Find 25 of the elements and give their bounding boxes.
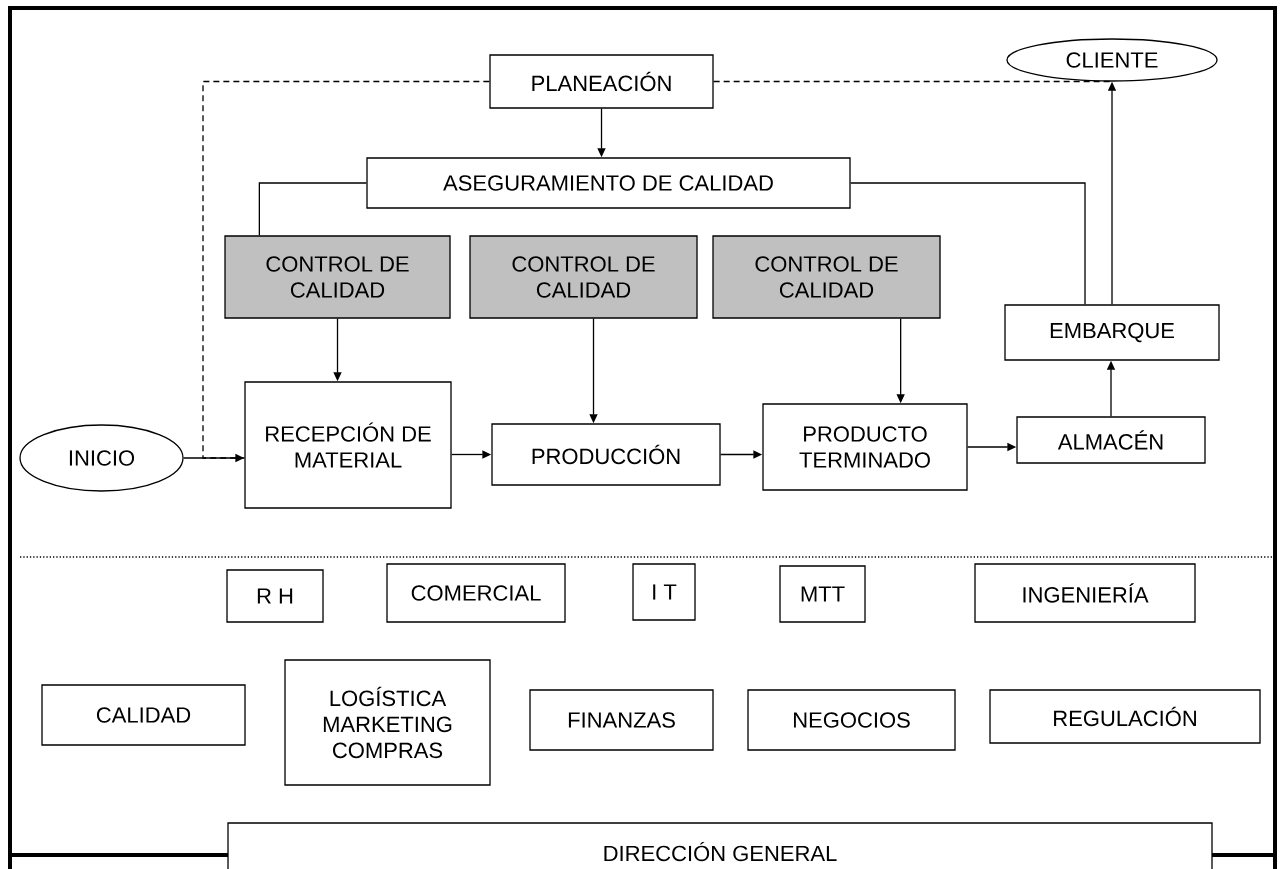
process-box: RECEPCIÓN DE MATERIAL: [244, 381, 452, 509]
process-box: CALIDAD: [41, 684, 246, 746]
process-box: NEGOCIOS: [747, 689, 956, 751]
control-box: CONTROL DE CALIDAD: [469, 235, 698, 319]
process-box: PLANEACIÓN: [489, 54, 714, 109]
connector-line: [713, 80, 1113, 83]
connector-line: [850, 182, 1086, 305]
process-box: ASEGURAMIENTO DE CALIDAD: [366, 157, 851, 209]
process-box: ALMACÉN: [1016, 416, 1206, 464]
connector-line: [258, 182, 367, 236]
process-box: EMBARQUE: [1004, 304, 1220, 361]
process-box: PRODUCCIÓN: [491, 423, 721, 486]
process-box: PRODUCTO TERMINADO: [762, 403, 968, 491]
process-box: R H: [226, 569, 324, 623]
control-box: CONTROL DE CALIDAD: [712, 235, 941, 319]
process-box: COMERCIAL: [386, 563, 566, 623]
process-box: DIRECCIÓN GENERAL: [227, 822, 1213, 869]
process-box: I T: [632, 563, 696, 621]
process-box: MTT: [779, 565, 866, 623]
process-box: FINANZAS: [529, 689, 714, 751]
process-box: REGULACIÓN: [989, 689, 1261, 744]
process-box: LOGÍSTICA MARKETING COMPRAS: [284, 659, 491, 786]
process-box: INGENIERÍA: [974, 563, 1196, 623]
connector-line: [202, 80, 490, 459]
control-box: CONTROL DE CALIDAD: [224, 235, 451, 319]
